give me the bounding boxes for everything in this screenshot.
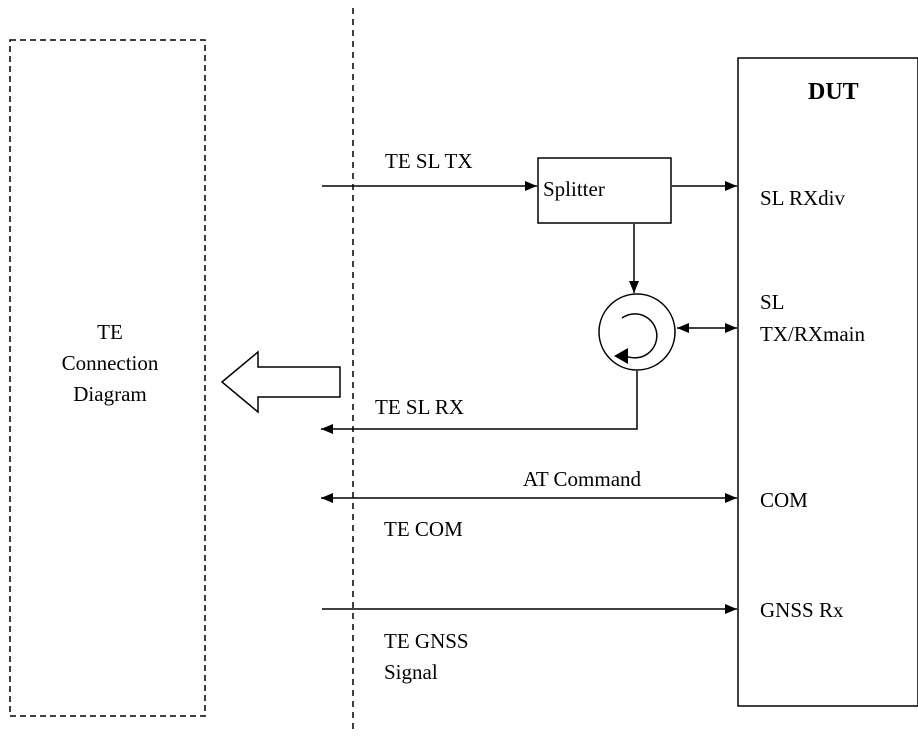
- te-sl-tx-label: TE SL TX: [385, 149, 473, 173]
- te-gnss-label-line2: Signal: [384, 660, 438, 684]
- port-sl-txrx-line2: TX/RXmain: [760, 322, 865, 346]
- te-panel-box: [9, 39, 206, 717]
- circulator-arrowhead-icon: [614, 348, 628, 364]
- te-gnss-label-line1: TE GNSS: [384, 629, 469, 653]
- te-sl-rx-arrow: [321, 371, 638, 434]
- port-sl-rxdiv: SL RXdiv: [760, 186, 845, 210]
- port-com: COM: [760, 488, 808, 512]
- splitter-label: Splitter: [543, 177, 605, 201]
- port-gnss-rx: GNSS Rx: [760, 598, 844, 622]
- te-com-label: TE COM: [384, 517, 463, 541]
- splitter-box: [537, 157, 672, 224]
- te-panel-title-line3: Diagram: [73, 382, 147, 406]
- te-panel-title-line1: TE: [97, 320, 123, 344]
- circulator-rotation-icon: [621, 313, 658, 359]
- hollow-left-arrow-icon: [220, 350, 341, 414]
- te-panel-title-line2: Connection: [61, 351, 159, 375]
- circulator-circle: [598, 293, 676, 371]
- port-sl-txrx-line1: SL: [760, 290, 785, 314]
- te-sl-rx-label: TE SL RX: [375, 395, 465, 419]
- dut-title: DUT: [808, 79, 859, 105]
- at-command-label: AT Command: [523, 467, 642, 491]
- dut-box: [737, 57, 918, 707]
